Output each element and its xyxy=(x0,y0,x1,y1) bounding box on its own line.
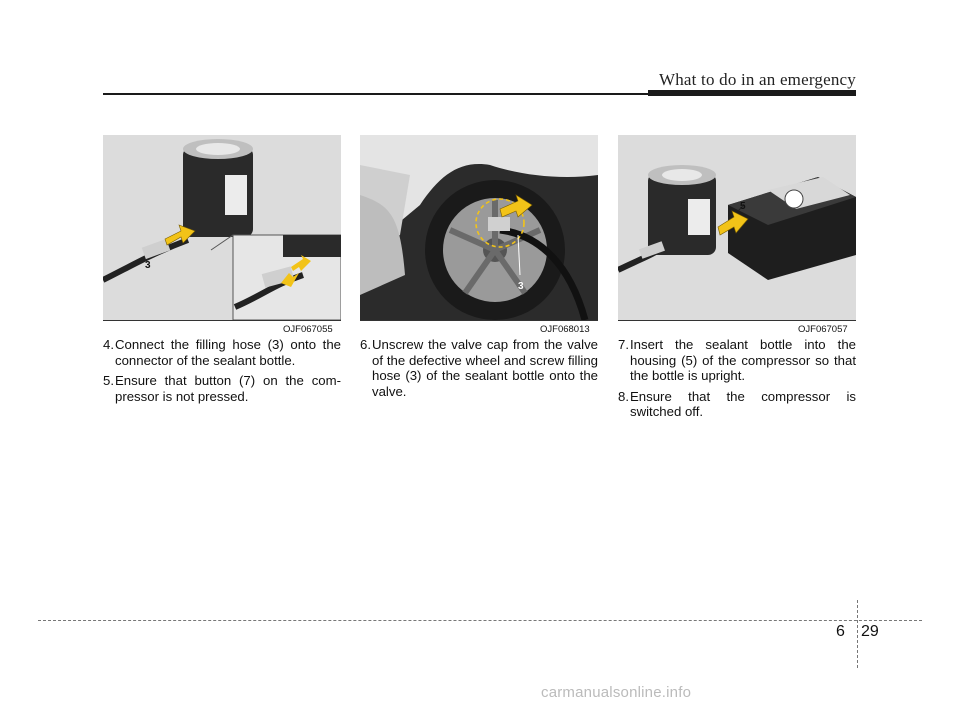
figure-compressor-housing: 5 xyxy=(618,135,856,320)
step-item: 8. Ensure that the compressor is switche… xyxy=(618,389,856,420)
step-text: Ensure that the compressor is switched o… xyxy=(630,388,856,420)
step-item: 7. Insert the sealant bottle into the ho… xyxy=(618,337,856,384)
callout-5: 5 xyxy=(740,201,746,212)
figure-sealant-bottle-hose: 3 xyxy=(103,135,341,320)
figure-code: OJF068013 xyxy=(540,324,590,335)
figure-rule xyxy=(103,320,341,321)
figure-wheel-valve: 3 xyxy=(360,135,598,320)
steps-column-1: 4. Connect the filling hose (3) onto the… xyxy=(103,337,341,409)
step-item: 5. Ensure that button (7) on the com- pr… xyxy=(103,373,341,404)
steps-column-2: 6. Unscrew the valve cap from the valve … xyxy=(360,337,598,404)
header-rule xyxy=(103,93,856,95)
callout-3: 3 xyxy=(145,260,151,271)
step-text: Insert the sealant bottle into the housi… xyxy=(630,337,856,383)
figure-rule xyxy=(618,320,856,321)
step-text: Ensure that button (7) on the com- press… xyxy=(115,373,341,404)
step-number: 5. xyxy=(103,373,114,388)
figure-code: OJF067055 xyxy=(283,324,333,335)
figure-code: OJF067057 xyxy=(798,324,848,335)
callout-3: 3 xyxy=(518,281,524,292)
step-number: 7. xyxy=(618,337,629,352)
step-item: 6. Unscrew the valve cap from the valve … xyxy=(360,337,598,399)
section-title: What to do in an emergency xyxy=(658,70,856,89)
footer-rule xyxy=(38,620,922,621)
step-number: 6. xyxy=(360,337,371,352)
step-number: 8. xyxy=(618,388,629,404)
steps-column-3: 7. Insert the sealant bottle into the ho… xyxy=(618,337,856,425)
watermark: carmanualsonline.info xyxy=(541,684,692,701)
page-number: 29 xyxy=(861,623,879,640)
step-text: Unscrew the valve cap from the valve of … xyxy=(372,337,598,399)
step-number: 4. xyxy=(103,337,114,352)
header-rule-accent xyxy=(648,90,856,96)
step-item: 4. Connect the filling hose (3) onto the… xyxy=(103,337,341,368)
footer-divider xyxy=(857,600,858,668)
chapter-number: 6 xyxy=(836,623,845,640)
step-text: Connect the filling hose (3) onto the co… xyxy=(115,337,341,368)
figure-rule xyxy=(360,320,598,321)
